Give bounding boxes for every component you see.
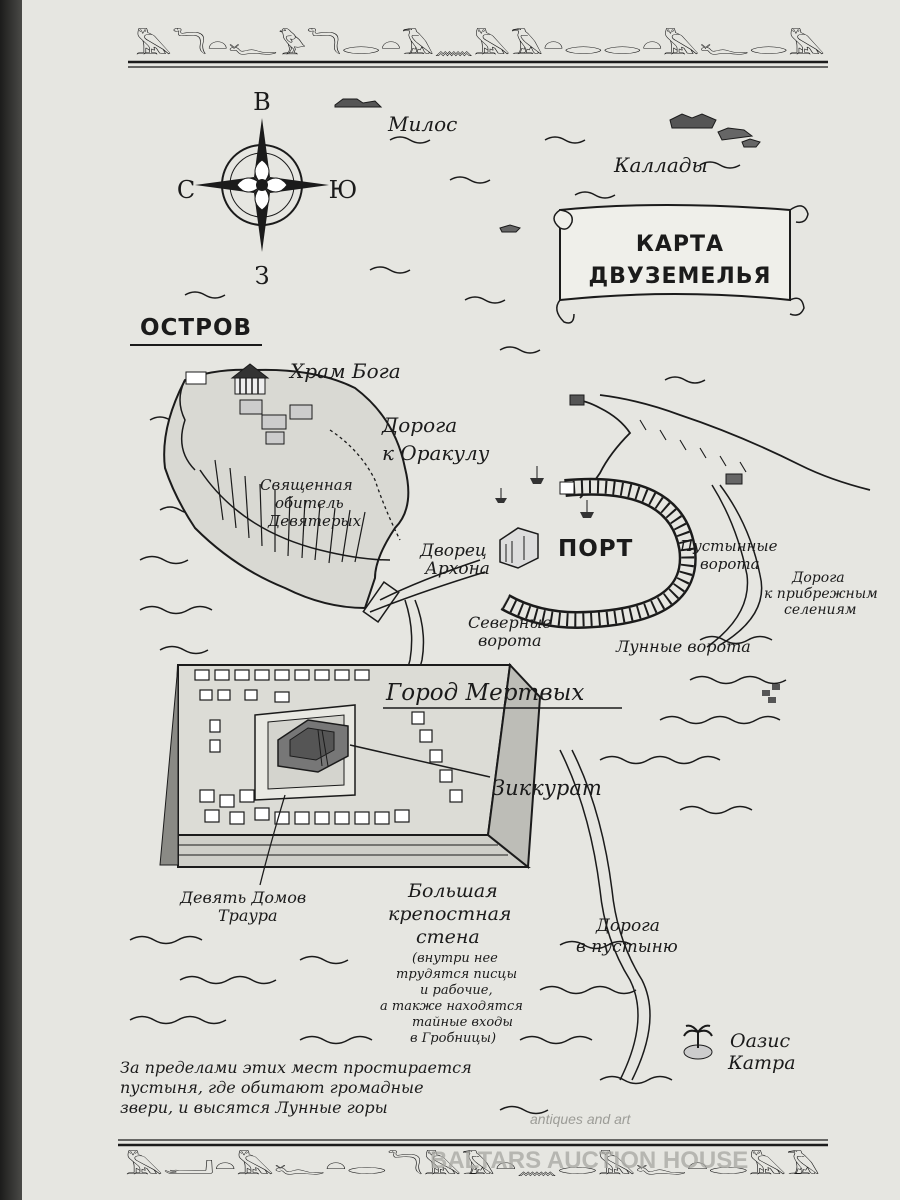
port-harbor (500, 477, 697, 630)
ziggurat (277, 719, 349, 773)
city-of-the-dead (159, 662, 542, 869)
road-oracle-line1: Дорога (381, 413, 457, 437)
coast-road-line2: к прибрежным (764, 586, 878, 602)
kallady-label: Каллады (613, 153, 708, 177)
ships (495, 466, 594, 518)
watermark-line1: antiques and art (530, 1111, 632, 1127)
roads (369, 484, 763, 1081)
top-hieroglyph-row: 𓅓𓆓𓏏𓆑𓅱𓆓𓂋𓏏𓄿𓈖𓅓𓄿𓏏𓂋𓂋𓏏𓅓𓆑𓂋𓅓 (135, 27, 825, 61)
wall-note-line4: а также находятся (380, 999, 523, 1014)
ziggurat-pointer (349, 744, 491, 778)
north-gate-line1: Северные (468, 613, 552, 632)
coast-road-line3: селениям (784, 602, 856, 618)
north-gate-line2: ворота (478, 631, 542, 650)
abode-line2: обитель (275, 494, 344, 512)
abode-line3: Девятерых (267, 512, 362, 530)
oasis-line1: Оазис (730, 1030, 791, 1052)
nine-houses-line2: Траура (218, 906, 278, 925)
watermark-line2: BALTARS AUCTION HOUSE (430, 1147, 748, 1174)
wall-line2: крепостная (388, 903, 512, 925)
abode-line1: Священная (260, 476, 353, 494)
palace-line1: Дворец (419, 541, 487, 561)
beyond-line1: За пределами этих мест простирается (120, 1058, 472, 1077)
wall-note-line1: (внутри нее (412, 951, 498, 966)
desert-road-line1: Дорога (595, 916, 660, 936)
desert-road-line2: в пустыню (576, 937, 678, 957)
map-title-line2: ДВУЗЕМЕЛЬЯ (589, 264, 772, 289)
milos-island (334, 98, 383, 108)
bridge (362, 581, 400, 623)
island-heading: ОСТРОВ (140, 315, 252, 341)
temple-label: Храм Бога (288, 359, 401, 383)
compass-east-label: Ю (329, 176, 358, 204)
desert-gate-line2: ворота (700, 555, 760, 573)
island-landmass (163, 368, 410, 610)
beyond-line2: пустыня, где обитают громадные (120, 1078, 424, 1097)
coastal-settlement (762, 684, 780, 703)
sea-waves (129, 136, 787, 1115)
wall-line1: Большая (407, 880, 498, 902)
wall-note-line5: тайные входы (412, 1015, 513, 1030)
oasis-palm (683, 1024, 713, 1060)
compass-west-label: С (177, 176, 195, 204)
desert-gate-line1: Пустынные (679, 537, 778, 555)
port-label: ПОРТ (558, 536, 633, 562)
road-oracle-line2: к Оракулу (382, 441, 490, 465)
oasis-line2: Катра (727, 1052, 796, 1074)
title-scroll (553, 204, 809, 324)
moon-gate-label: Лунные ворота (615, 637, 751, 656)
milos-label: Милос (387, 112, 457, 136)
road-to-oracle (329, 429, 401, 541)
bottom-border: 𓅓𓂝𓏏𓅓𓆑𓏏𓂋𓆓𓅓𓄿𓏏𓈖𓂋𓅓𓆑𓏏𓂋𓅓𓄿 (118, 1139, 828, 1180)
wall-note-line3: и рабочие, (420, 983, 493, 998)
temple-of-god (230, 363, 313, 445)
top-border: 𓅓𓆓𓏏𓆑𓅱𓆓𓂋𓏏𓄿𓈖𓅓𓄿𓏏𓂋𓂋𓏏𓅓𓆑𓂋𓅓 (128, 27, 828, 68)
compass-north-label: В (253, 88, 271, 116)
compass-rose (195, 118, 329, 252)
ziggurat-label: Зиккурат (492, 776, 602, 800)
wall-line3: стена (416, 926, 480, 948)
kallady-islands (499, 113, 761, 233)
city-label: Город Мертвых (385, 680, 584, 706)
wall-note-line6: в Гробницы) (410, 1031, 496, 1046)
nine-houses-pointer (259, 794, 286, 886)
wall-note-line2: трудятся писцы (396, 967, 517, 982)
beyond-line3: звери, и высятся Лунные горы (120, 1098, 388, 1117)
compass-south-label: З (255, 262, 270, 290)
archon-palace (499, 527, 539, 569)
nine-houses-line1: Девять Домов (179, 888, 306, 907)
book-page (22, 0, 900, 1200)
coast-road-line1: Дорога (791, 570, 845, 586)
bottom-hieroglyph-row: 𓅓𓂝𓏏𓅓𓆑𓏏𓂋𓆓𓅓𓄿𓏏𓈖𓂋𓅓𓆑𓏏𓂋𓅓𓄿 (125, 1149, 820, 1180)
book-gutter (0, 0, 22, 1200)
map-title-line1: КАРТА (636, 232, 724, 257)
